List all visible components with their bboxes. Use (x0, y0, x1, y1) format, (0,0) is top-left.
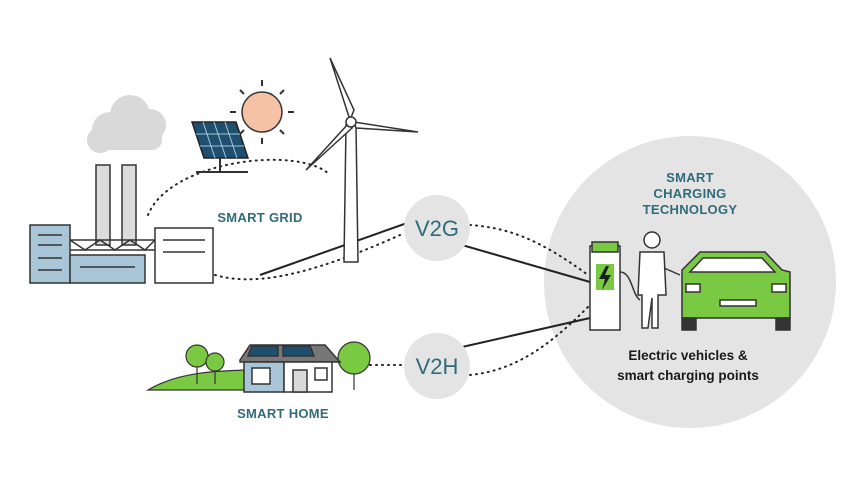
svg-text:CHARGING: CHARGING (653, 186, 726, 201)
factory-icon (30, 165, 213, 283)
smart-grid-label: SMART GRID (217, 210, 302, 225)
house-icon (240, 345, 340, 392)
v2h-bubble: V2H (404, 333, 470, 399)
wind-turbine-icon (306, 58, 418, 262)
electric-car-icon (682, 252, 790, 330)
svg-text:Electric vehicles &: Electric vehicles & (628, 348, 748, 363)
solar-panel-icon (192, 122, 248, 172)
svg-text:TECHNOLOGY: TECHNOLOGY (643, 202, 738, 217)
svg-text:SMART: SMART (666, 170, 714, 185)
v2h-label: V2H (416, 354, 459, 379)
v2g-bubble: V2G (404, 195, 470, 261)
svg-text:smart charging points: smart charging points (617, 368, 759, 383)
v2g-label: V2G (415, 216, 459, 241)
dotted-connections (148, 160, 590, 375)
cloud-icon (87, 95, 166, 153)
smart-home-label: SMART HOME (237, 406, 329, 421)
